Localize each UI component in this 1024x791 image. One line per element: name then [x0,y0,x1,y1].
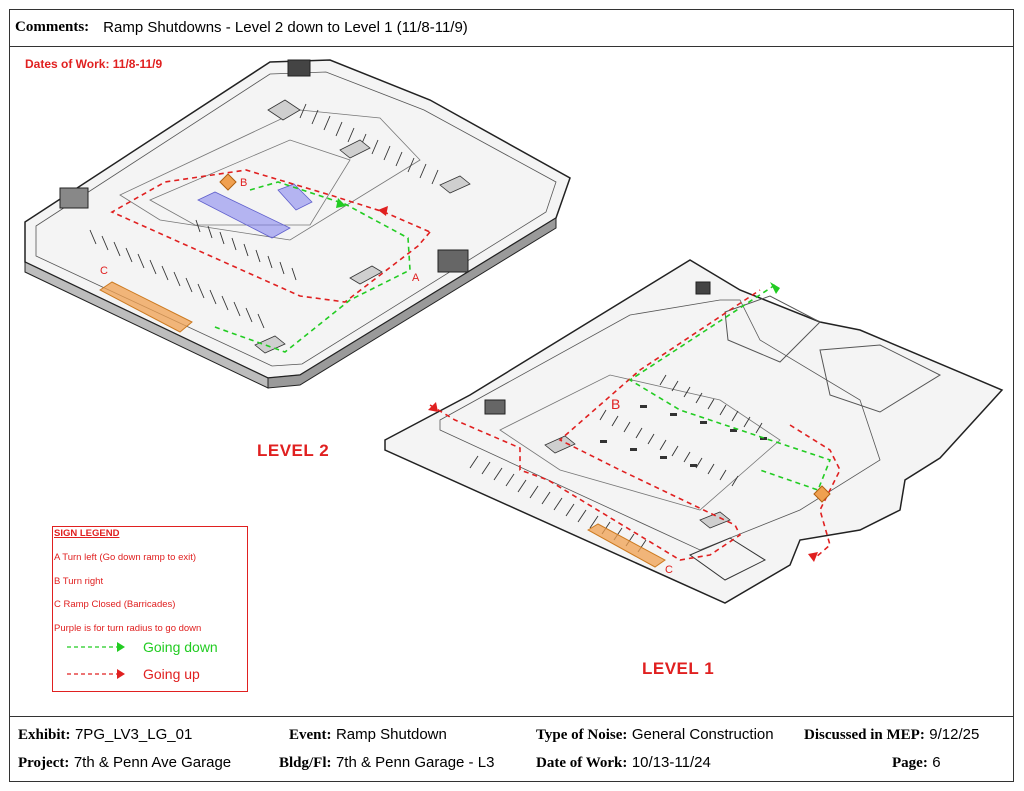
comments-label: Comments: [15,19,90,35]
level1-label: LEVEL 1 [642,659,715,678]
level1-sign-c-label: C [665,564,673,576]
level2-closed-ramp [99,281,193,333]
event-label: Event: [289,727,332,743]
page-field: Page: 6 [892,754,941,772]
level1-going-down-arrow [770,282,780,294]
noise-value: General Construction [631,726,774,743]
project-label: Project: [18,755,70,771]
mep-label: Discussed in MEP: [804,727,925,743]
date-of-work-label: Date of Work: [536,755,628,771]
legend-item-a: A Turn left (Go down ramp to exit) [54,552,197,563]
exhibit-value: 7PG_LV3_LG_01 [74,726,193,743]
page-label: Page: [892,755,928,771]
exhibit-label: Exhibit: [18,727,71,743]
level1-closed-ramp [586,523,666,568]
footer-info-block: Exhibit: 7PG_LV3_LG_01 Event: Ramp Shutd… [9,716,1014,782]
level2-floor-plate [24,59,571,389]
level2-turn-radius-zones [197,183,313,239]
event-value: Ramp Shutdown [335,726,447,743]
level2-sign-a-label: A [412,272,420,284]
legend-going-up: Going up [143,666,200,682]
level2-going-up-route [110,169,431,303]
level2-going-up-arrow [378,206,388,216]
event-field: Event: Ramp Shutdown [289,726,447,744]
mep-field: Discussed in MEP: 9/12/25 [804,726,979,744]
level2-sign-c-label: C [100,265,108,277]
level2-sign-b-label: B [240,177,247,189]
level1-going-up-arrow-start [428,402,438,412]
level1-sign-b-label: B [611,396,620,412]
date-of-work-field: Date of Work: 10/13-11/24 [536,754,711,772]
legend-item-purple: Purple is for turn radius to go down [54,623,202,634]
level2-label: LEVEL 2 [257,441,330,460]
exhibit-field: Exhibit: 7PG_LV3_LG_01 [18,726,192,744]
bldg-label: Bldg/Fl: [279,755,332,771]
project-field: Project: 7th & Penn Ave Garage [18,754,231,772]
date-of-work-value: 10/13-11/24 [631,754,711,771]
legend-going-down: Going down [143,639,218,655]
level1-going-down-route [628,284,832,492]
dates-of-work-note: Dates of Work: 11/8-11/9 [25,57,163,71]
legend-title: SIGN LEGEND [54,528,120,539]
mep-value: 9/12/25 [929,726,980,743]
page-frame [9,9,1014,782]
level2-going-down-arrow [336,198,346,208]
level1-going-up-route-2 [789,424,841,559]
level1-floor-plate [384,259,1004,604]
bldg-field: Bldg/Fl: 7th & Penn Garage - L3 [279,754,494,772]
legend-item-c: C Ramp Closed (Barricades) [54,599,176,610]
legend-item-b: B Turn right [54,576,104,587]
level2-going-down-route [211,181,411,353]
comments-bar: Comments: Ramp Shutdowns - Level 2 down … [9,9,1014,47]
page-value: 6 [932,754,941,771]
sign-legend: SIGN LEGEND A Turn left (Go down ramp to… [52,526,248,692]
comments-text: Ramp Shutdowns - Level 2 down to Level 1… [103,19,468,36]
noise-label: Type of Noise: [536,727,628,743]
noise-field: Type of Noise: General Construction [536,726,774,744]
level2-sign-b-icon [219,173,237,191]
project-value: 7th & Penn Ave Garage [73,754,232,771]
going-up-line-icon [67,669,125,679]
going-down-line-icon [67,642,125,652]
level1-going-up-arrow [808,552,818,562]
bldg-value: 7th & Penn Garage - L3 [335,754,495,771]
level1-going-up-route [429,289,761,561]
level1-sign-a-icon [813,485,831,503]
